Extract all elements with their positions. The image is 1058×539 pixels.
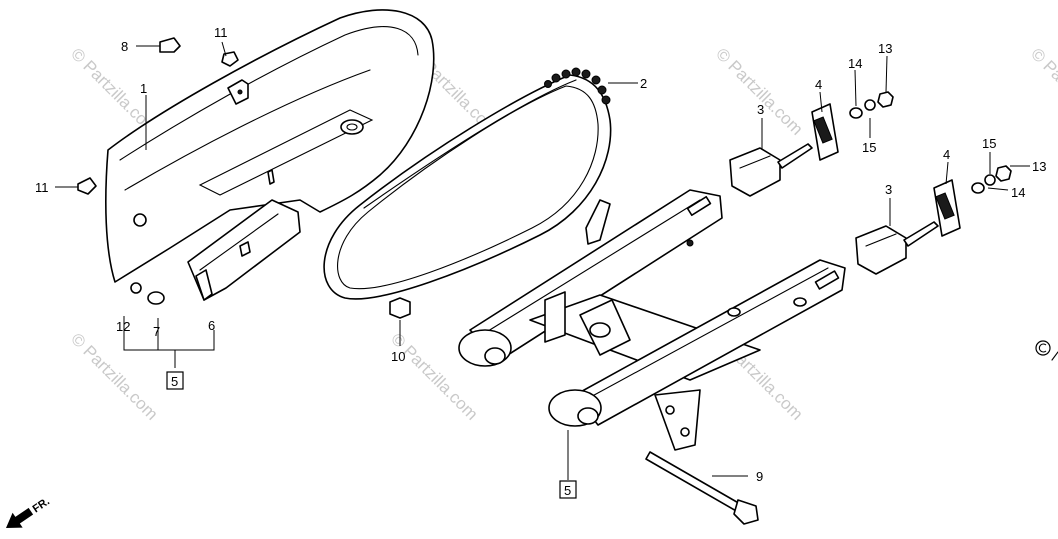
- front-direction-arrow-icon: FR.: [6, 495, 52, 528]
- callout-4: 4: [943, 147, 950, 162]
- callout-14: 14: [1011, 185, 1025, 200]
- chain-case: [105, 9, 435, 283]
- callout-10: 10: [391, 349, 405, 364]
- svg-text:5: 5: [564, 483, 571, 498]
- callout-3: 3: [757, 102, 764, 117]
- callout-13: 13: [878, 41, 892, 56]
- svg-text:5: 5: [171, 374, 178, 389]
- callout-3: 3: [885, 182, 892, 197]
- chain-slider: [187, 199, 301, 301]
- callout-11: 11: [214, 25, 228, 40]
- copyright-icon: [1035, 340, 1058, 361]
- callout-1: 1: [140, 81, 147, 96]
- callout-15: 15: [982, 136, 996, 151]
- callout-2: 2: [640, 76, 647, 91]
- watermark: © Partzilla.com: [1027, 44, 1058, 138]
- chain-adjuster-upper: [729, 143, 813, 197]
- callout-labels: 1 2 3 3 4 4 6 7 8 9 10 11 11 12 13 13 14…: [35, 25, 1046, 484]
- boxed-reference-5-bottom: 5: [559, 480, 577, 499]
- callout-6: 6: [208, 318, 215, 333]
- callout-12: 12: [116, 319, 130, 334]
- drive-chain: [323, 67, 612, 300]
- chain-links: [544, 67, 611, 105]
- adjuster-plate-lower: [933, 179, 961, 237]
- callout-7: 7: [153, 324, 160, 339]
- callout-4: 4: [815, 77, 822, 92]
- pivot-bolt: [645, 451, 759, 525]
- callout-14: 14: [848, 56, 862, 71]
- boxed-reference-5-left: 5: [166, 371, 184, 390]
- leader-lines: [55, 41, 1030, 480]
- nuts-and-washers: [849, 91, 1012, 194]
- callout-11: 11: [35, 180, 49, 195]
- callout-9: 9: [756, 469, 763, 484]
- chain-adjuster-lower: [855, 221, 939, 275]
- adjuster-plate-upper: [811, 103, 839, 161]
- front-direction-label: FR.: [31, 495, 52, 515]
- callout-13: 13: [1032, 159, 1046, 174]
- watermark: © Partzilla.com: [67, 329, 161, 423]
- callout-15: 15: [862, 140, 876, 155]
- swingarm: [458, 189, 846, 451]
- watermark: © Partzilla.com: [712, 44, 806, 138]
- callout-8: 8: [121, 39, 128, 54]
